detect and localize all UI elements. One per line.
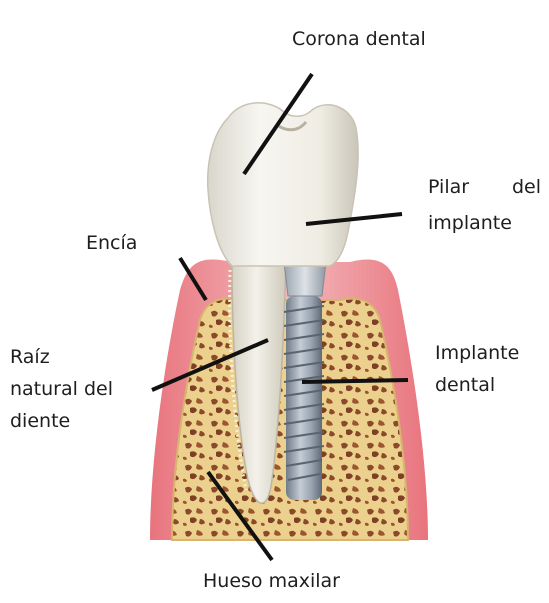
label-raiz-line2: natural del (10, 376, 113, 403)
label-encia: Encía (86, 230, 137, 257)
label-corona-dental: Corona dental (292, 26, 426, 53)
leader-implante (302, 380, 408, 382)
label-implante-line2: dental (435, 372, 495, 399)
implant-abutment (284, 262, 326, 296)
label-pilar-word2: del (512, 174, 541, 201)
label-raiz-line1: Raíz (10, 344, 50, 371)
label-pilar-line2: implante (428, 210, 512, 237)
label-hueso-maxilar: Hueso maxilar (203, 568, 340, 595)
implant-body (286, 296, 322, 500)
label-pilar-line1: Pilar del (428, 174, 541, 201)
label-implante-line1: Implante (435, 340, 519, 367)
label-pilar-word1: Pilar (428, 174, 469, 201)
label-raiz-line3: diente (10, 408, 70, 435)
